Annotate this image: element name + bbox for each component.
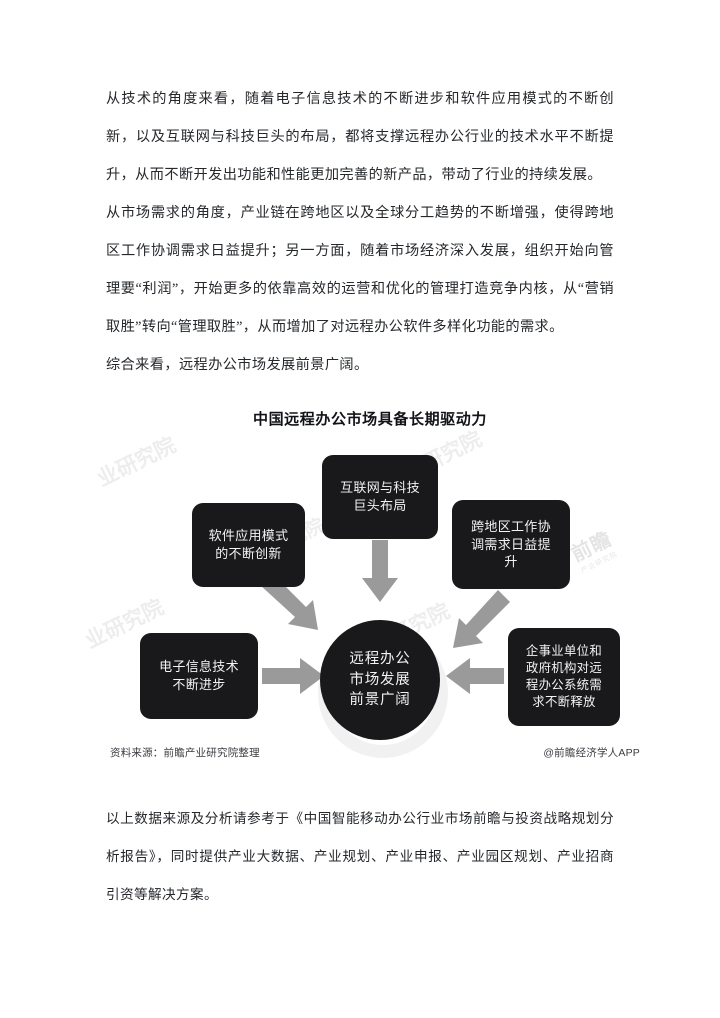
node-electronic-info-tech[interactable]: 电子信息技术不断进步 [140,633,258,719]
node-enterprise-government-demand[interactable]: 企事业单位和政府机构对远程办公系统需求不断释放 [508,628,620,726]
paragraph-summary: 综合来看，远程办公市场发展前景广阔。 [106,357,369,373]
paragraph-technology: 从技术的角度来看，随着电子信息技术的不断进步和软件应用模式的不断创新，以及互联网… [106,91,614,183]
diagram-arrows [260,540,510,694]
arrow-diagonal-right-upper [453,590,510,648]
node-label: 电子信息技术不断进步 [159,659,239,692]
arrow-down-top-center [362,540,398,602]
node-cross-region-coordination[interactable]: 跨地区工作协调需求日益提升 [452,500,570,589]
diagram-canvas: 业研究院 业研究院 业研究院 业研究院 业研究院 前瞻 产业研究院 [82,428,640,758]
node-internet-tech-giants[interactable]: 互联网与科技巨头布局 [322,455,438,539]
figure-remote-office-drivers: 中国远程办公市场具备长期驱动力 业研究院 业研究院 业研究院 业研究院 业研究院… [82,400,640,770]
hub-label: 远程办公市场发展前景广阔 [349,651,411,709]
paragraph-market-demand: 从市场需求的角度，产业链在跨地区以及全球分工趋势的不断增强，使得跨地区工作协调需… [106,205,614,335]
figure-credit: @前瞻经济学人APP [543,747,640,759]
arrow-diagonal-left-upper [260,573,318,630]
arrow-left-right-lower [446,658,504,694]
figure-title: 中国远程办公市场具备长期驱动力 [252,411,487,428]
paragraph-report-reference: 以上数据来源及分析请参考于《中国智能移动办公行业市场前瞻与投资战略规划分析报告》… [106,811,614,902]
intro-paragraphs: 从技术的角度来看，随着电子信息技术的不断进步和软件应用模式的不断创新，以及互联网… [106,80,614,384]
node-label: 软件应用模式的不断创新 [208,528,289,561]
arrow-right-left-lower [262,658,324,694]
node-label: 企事业单位和政府机构对远程办公系统需求不断释放 [525,643,603,710]
node-label: 互联网与科技巨头布局 [340,480,420,513]
figure-source: 资料来源：前瞻产业研究院整理 [110,747,260,759]
hub-remote-office-market[interactable]: 远程办公市场发展前景广阔 [320,620,440,740]
node-software-innovation[interactable]: 软件应用模式的不断创新 [192,503,305,587]
node-label: 跨地区工作协调需求日益提升 [471,518,551,570]
closing-paragraphs: 以上数据来源及分析请参考于《中国智能移动办公行业市场前瞻与投资战略规划分析报告》… [106,800,614,914]
